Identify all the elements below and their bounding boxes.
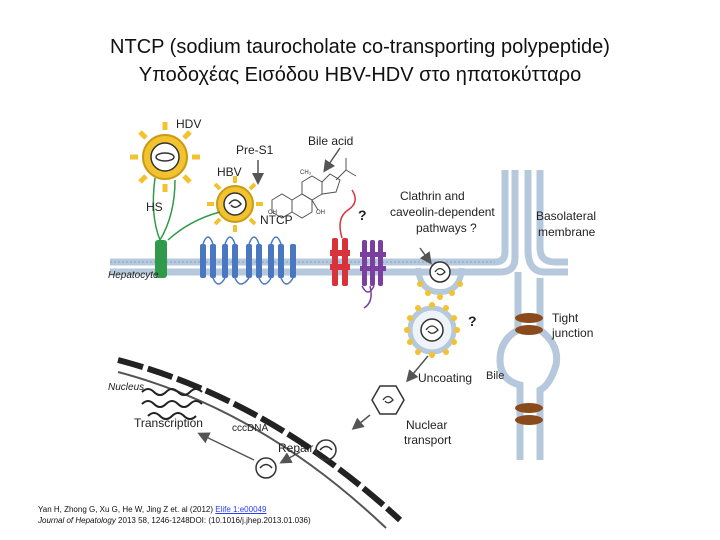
- bile-canaliculus-membrane: [496, 170, 568, 460]
- label-tight-2: junction: [551, 326, 593, 340]
- ntcp-loops: [202, 236, 294, 285]
- heparan-sulfate-chains: [152, 177, 221, 278]
- label-uncoating: Uncoating: [418, 371, 472, 385]
- label-bile: Bile: [486, 370, 504, 382]
- label-ntcp: NTCP: [260, 213, 293, 227]
- oh-label-1: OH: [268, 210, 277, 216]
- hdv-virus: [130, 122, 200, 192]
- nuclear-envelope: [117, 357, 403, 529]
- bile-acid-structure: [271, 158, 357, 219]
- oh-label-2: OH: [316, 210, 325, 216]
- budding-vesicle: [415, 261, 465, 300]
- label-clathrin-3: pathways ?: [416, 221, 477, 235]
- label-question-top: ?: [358, 207, 367, 223]
- citation-doi: 2013 58, 1246-1248DOI: (10.1016/j.jhep.2…: [115, 516, 311, 525]
- citation-link[interactable]: Elife 1:e00049: [215, 505, 267, 514]
- nuclear-entry-arrow: [351, 414, 371, 430]
- label-transcription: Transcription: [134, 416, 203, 430]
- bile-acid-arrow: [323, 147, 341, 173]
- citation-authors: Yan H, Zhong G, Xu G, He W, Jing Z et. a…: [38, 505, 216, 514]
- label-nuclear-2: transport: [404, 433, 452, 447]
- label-repair: Repair: [278, 441, 313, 455]
- label-tight-1: Tight: [552, 311, 579, 325]
- citation-journal: Journal of Hepatology: [38, 516, 116, 525]
- repair-arrow: [279, 451, 301, 464]
- label-question-mid: ?: [468, 313, 477, 329]
- slide-title-line-1: NTCP (sodium taurocholate co-transportin…: [110, 36, 610, 58]
- hbv-virus: [207, 176, 263, 232]
- label-hdv: HDV: [176, 117, 201, 131]
- label-cccdna: cccDNA: [232, 423, 268, 434]
- label-hbv: HBV: [217, 165, 242, 179]
- transcription-arrow: [197, 432, 255, 461]
- label-clathrin-2: caveolin-dependent: [390, 205, 495, 219]
- tight-junctions: [515, 313, 543, 425]
- citation-line-1: Yan H, Zhong G, Xu G, He W, Jing Z et. a…: [38, 505, 266, 514]
- cccdna-circles: [255, 439, 337, 479]
- purple-receptor: [360, 240, 386, 286]
- label-hepatocyte: Hepatocyte: [108, 270, 159, 281]
- label-hs: HS: [146, 200, 163, 214]
- transcription-rna: [141, 388, 203, 420]
- red-receptor: [330, 238, 350, 286]
- uncoating-arrow: [406, 355, 429, 383]
- label-clathrin-1: Clathrin and: [400, 189, 465, 203]
- label-basolateral-2: membrane: [538, 225, 596, 239]
- ch3-label: CH₃: [300, 170, 312, 176]
- label-bile-acid: Bile acid: [308, 134, 353, 148]
- label-nucleus: Nucleus: [108, 382, 144, 393]
- slide-title-line-2: Υποδοχέας Εισόδου HBV-HDV στο ηπατοκύττα…: [138, 64, 582, 86]
- ntcp-helices: [200, 244, 296, 278]
- nuclear-transport-capsid: [371, 385, 405, 415]
- label-pre-s1: Pre-S1: [236, 143, 274, 157]
- pathway-arrow: [419, 247, 432, 265]
- endosome: [404, 302, 460, 358]
- citation-line-2: Journal of Hepatology 2013 58, 1246-1248…: [38, 516, 311, 525]
- label-nuclear-1: Nuclear: [406, 418, 447, 432]
- label-basolateral-1: Basolateral: [536, 209, 596, 223]
